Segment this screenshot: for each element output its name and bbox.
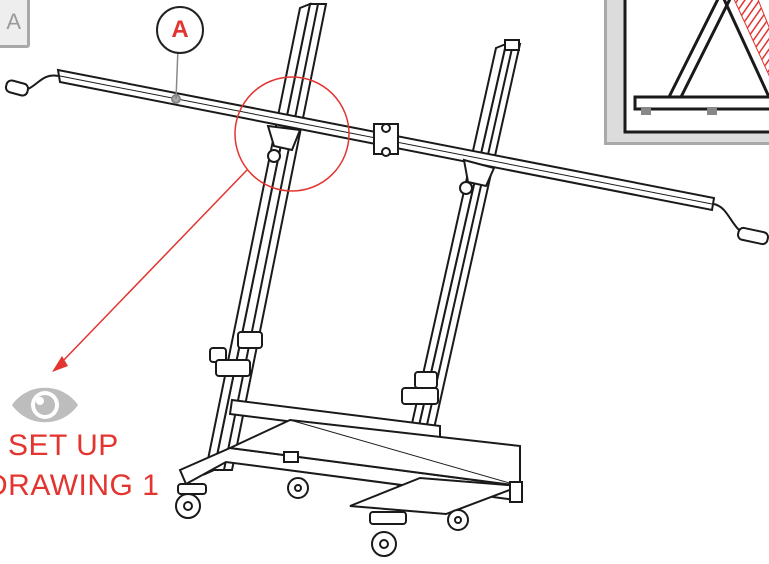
crossbar bbox=[4, 68, 769, 246]
corner-tab: A bbox=[0, 0, 30, 48]
crossbar-brackets bbox=[266, 124, 496, 195]
base-frame bbox=[178, 398, 523, 516]
inset-drawing bbox=[623, 0, 769, 134]
inset-detail bbox=[604, 0, 769, 145]
eye-icon bbox=[12, 387, 78, 423]
casters bbox=[175, 477, 469, 557]
mid-clamps bbox=[209, 331, 439, 405]
callout-leader bbox=[175, 47, 179, 100]
callout-letter-a: A bbox=[156, 6, 204, 54]
caption-line-1: SET UP bbox=[8, 429, 119, 462]
caption-line-2: DRAWING 1 bbox=[0, 469, 160, 502]
detail-callout bbox=[52, 76, 350, 372]
corner-tab-letter: A bbox=[6, 9, 21, 34]
